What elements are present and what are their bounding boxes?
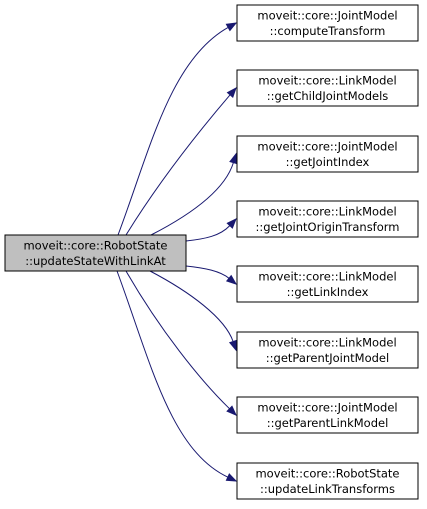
call-edges	[116, 22, 238, 482]
target-node-get-link-index[interactable]: moveit::core::LinkModel ::getLinkIndex	[236, 265, 419, 303]
call-edge	[125, 270, 230, 410]
target-node-line2: ::getLinkIndex	[287, 285, 369, 299]
target-node-line1: moveit::core::JointModel	[257, 401, 397, 415]
call-edge	[185, 265, 230, 279]
target-node-get-parent-joint-model[interactable]: moveit::core::LinkModel ::getParentJoint…	[236, 331, 419, 369]
call-edge-arrowhead	[225, 473, 238, 482]
call-edge-arrowhead	[228, 339, 237, 352]
target-node-box	[236, 135, 419, 173]
target-node-line2: ::getChildJointModels	[267, 89, 389, 103]
target-node-line1: moveit::core::LinkModel	[258, 205, 396, 219]
source-node-box	[4, 234, 187, 272]
target-node-line1: moveit::core::LinkModel	[258, 74, 396, 88]
target-node-line1: moveit::core::RobotState	[255, 467, 399, 481]
call-edge	[125, 94, 231, 236]
target-node-get-child-joint-models[interactable]: moveit::core::LinkModel ::getChildJointM…	[236, 69, 419, 107]
call-edge	[117, 26, 229, 236]
target-node-line1: moveit::core::LinkModel	[258, 336, 396, 350]
target-node-box	[236, 4, 419, 42]
call-edge-arrowhead	[226, 217, 237, 229]
call-edge-arrowhead	[225, 22, 238, 32]
target-node-compute-transform[interactable]: moveit::core::JointModel ::computeTransf…	[236, 4, 419, 42]
target-node-line1: moveit::core::LinkModel	[258, 270, 396, 284]
target-node-get-parent-link-model[interactable]: moveit::core::JointModel ::getParentLink…	[236, 396, 419, 434]
target-node-line2: ::getJointOriginTransform	[255, 220, 399, 234]
call-edge	[116, 270, 229, 478]
target-node-line2: ::getParentLinkModel	[267, 416, 389, 430]
source-node-line2: ::updateStateWithLinkAt	[25, 254, 166, 268]
source-node-line1: moveit::core::RobotState	[23, 239, 167, 253]
target-node-line1: moveit::core::JointModel	[257, 140, 397, 154]
call-edge-arrowhead	[225, 274, 238, 285]
target-node-box	[236, 396, 419, 434]
target-node-line2: ::updateLinkTransforms	[260, 482, 395, 496]
target-node-line2: ::getParentJointModel	[266, 351, 389, 365]
call-edge-arrowhead	[229, 152, 238, 165]
call-edge	[185, 225, 231, 242]
target-node-box	[236, 331, 419, 369]
target-node-box	[236, 462, 419, 500]
target-node-line2: ::getJointIndex	[286, 155, 370, 169]
source-node[interactable]: moveit::core::RobotState ::updateStateWi…	[4, 234, 187, 272]
target-node-get-joint-origin-transform[interactable]: moveit::core::LinkModel ::getJointOrigin…	[236, 200, 419, 238]
target-node-line1: moveit::core::JointModel	[257, 9, 397, 23]
call-edge-arrowhead	[226, 86, 237, 98]
target-node-get-joint-index[interactable]: moveit::core::JointModel ::getJointIndex	[236, 135, 419, 173]
call-edge	[150, 162, 234, 236]
target-node-box	[236, 265, 419, 303]
call-edge-arrowhead	[226, 405, 237, 416]
call-edge	[149, 270, 234, 342]
target-node-box	[236, 69, 419, 107]
target-node-box	[236, 200, 419, 238]
target-node-update-link-transforms[interactable]: moveit::core::RobotState ::updateLinkTra…	[236, 462, 419, 500]
target-node-line2: ::computeTransform	[270, 24, 386, 38]
